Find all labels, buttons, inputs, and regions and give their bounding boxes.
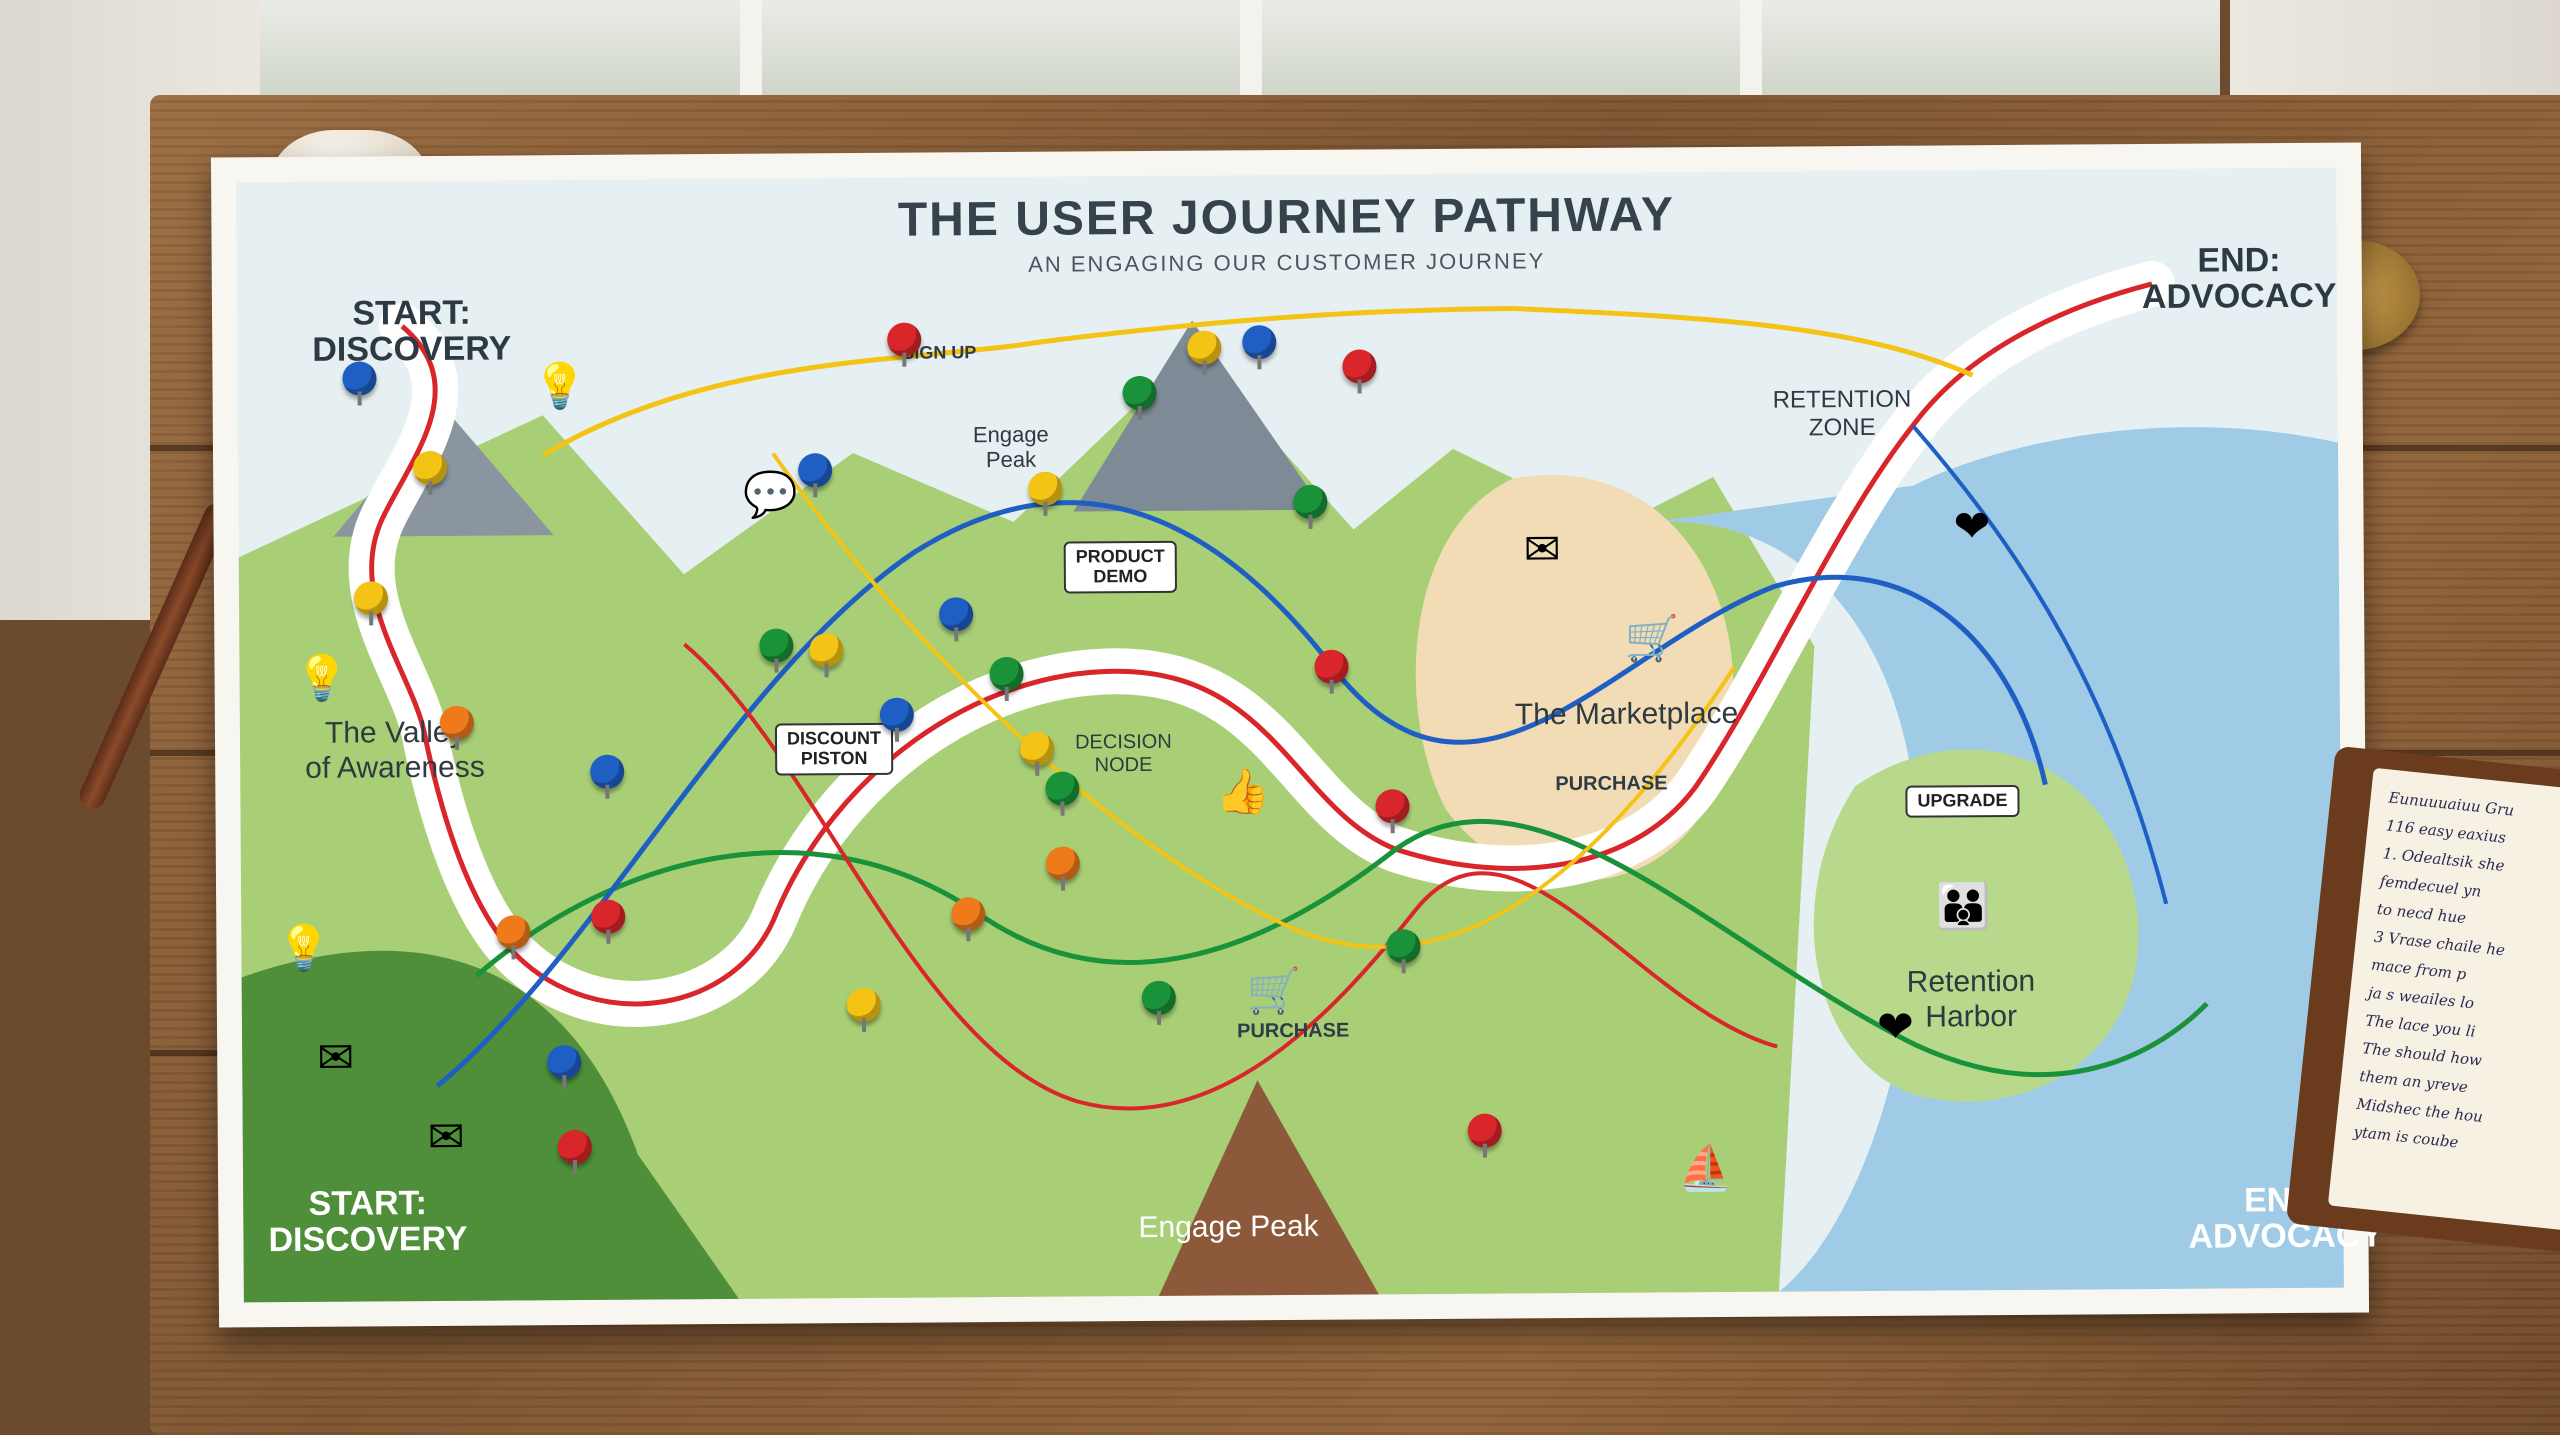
red-string-path-2 [683,642,1778,1111]
family-icon: 👪 [1936,882,1992,932]
region-engage-peak-bottom: Engage Peak [1138,1209,1319,1245]
mail-icon: ✉ [317,1033,355,1083]
harbor-island [1813,749,2139,1102]
notebook: Eunuuuaiuu Gru 116 easy eaxius 1. Odealt… [2285,745,2560,1255]
mail-icon: ✉ [1523,525,1561,575]
pin [1141,980,1176,1016]
engage-peak-bottom-mountain [1158,1080,1379,1296]
red-string-path [369,281,2153,1007]
heart-icon: ❤ [1953,502,1991,552]
heart-icon: ❤ [1876,1002,1915,1052]
tag-product-demo: PRODUCT DEMO [1063,540,1178,594]
end-label-top: END: ADVOCACY [2141,241,2337,316]
shopping-cart-icon: 🛒 [1246,966,1302,1017]
start-label-bottom: START: DISCOVERY [268,1184,468,1259]
chat-bubble-icon: 💬 [743,470,799,520]
tag-purchase-marketplace: PURCHASE [1555,772,1668,796]
pin [951,897,986,932]
region-engage-peak-top: Engage Peak [972,421,1049,473]
tag-purchase-bottom: PURCHASE [1236,1019,1350,1043]
lightbulb-icon: 💡 [532,361,588,412]
shopping-cart-icon: 🛒 [1624,614,1680,664]
thumbs-up-icon: 👍 [1215,767,1271,817]
region-retention-harbor: Retention Harbor [1906,964,2036,1034]
window-mullion [1740,0,1762,100]
pin [1293,484,1328,519]
pin [989,656,1024,692]
pin [1242,325,1277,360]
pin [1386,929,1421,964]
notebook-page: Eunuuuaiuu Gru 116 easy eaxius 1. Odealt… [2327,767,2560,1232]
pin [1019,731,1055,766]
yellow-string-path-2 [771,452,1737,949]
engage-peak-mountain [1073,320,1324,512]
green-string-path [475,818,2209,1078]
pin [1045,771,1080,806]
pin-end [1342,349,1377,384]
tag-discount-piston: DISCOUNT PISTON [774,722,894,776]
pin [846,987,881,1023]
pin [353,581,389,616]
pin-sign-up [887,322,922,357]
notebook-handwriting: Eunuuuaiuu Gru 116 easy eaxius 1. Odealt… [2352,788,2515,1152]
pin [439,705,475,740]
pin [1122,375,1157,411]
pin [1467,1113,1502,1148]
pin [798,453,833,488]
pin [1028,471,1063,506]
tag-upgrade: UPGRADE [1905,784,2020,818]
start-label-top: START: DISCOVERY [312,293,512,369]
pin [590,754,625,789]
land-area [238,350,1815,1303]
window-mullion [740,0,762,100]
window-mullion [1240,0,1262,100]
pin [1045,846,1081,881]
map-illustration [236,167,2344,1303]
pin [496,915,531,950]
mail-icon: ✉ [427,1112,465,1163]
journey-map-poster: THE USER JOURNEY PATHWAY AN ENGAGING OUR… [210,142,2383,1328]
pin [1375,789,1410,824]
pin [759,628,794,663]
lightbulb-icon: 💡 [276,923,332,974]
pin [591,899,626,934]
pin [547,1044,582,1080]
pin [1187,330,1222,365]
pin [557,1129,592,1165]
pin-start [342,361,377,396]
region-marketplace: The Marketplace [1514,696,1739,732]
blue-string-path [435,500,2048,1088]
forest-area [241,950,739,1303]
blue-string-path-2 [1911,424,2169,905]
pin [939,597,974,632]
pin [879,697,914,732]
region-retention-zone: RETENTION ZONE [1772,385,1912,441]
region-decision-node: DECISION NODE [1074,730,1172,777]
lightbulb-icon: 💡 [294,653,350,703]
pin [412,450,448,486]
pin [809,633,844,668]
yellow-string-path [541,305,1974,458]
sailboat-icon: ⛵ [1677,1143,1734,1194]
pin [1314,649,1349,684]
